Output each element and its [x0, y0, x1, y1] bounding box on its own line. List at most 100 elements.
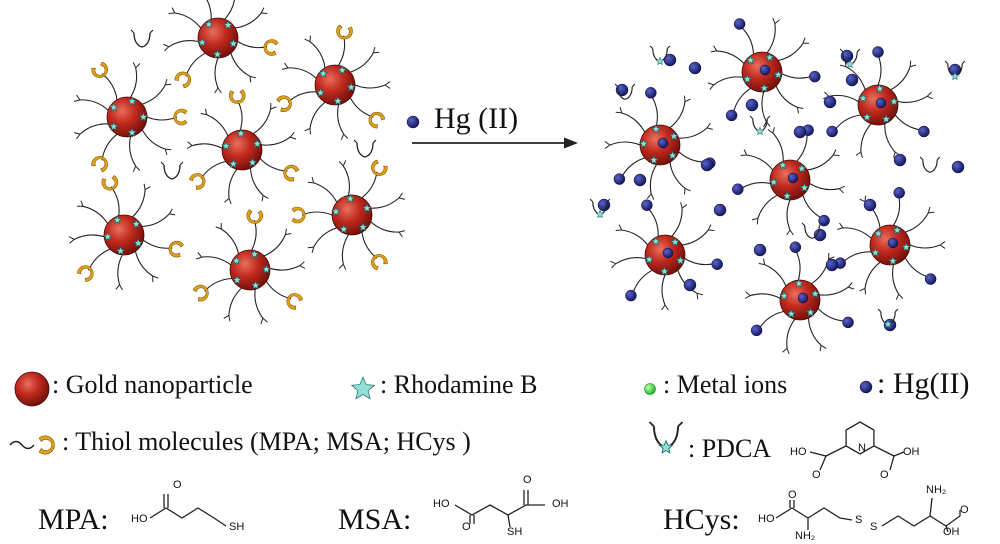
rhodamine-star-icon: [231, 255, 242, 265]
rhodamine-star-icon: [102, 231, 113, 241]
gold-nanoparticle-assembly: [192, 209, 306, 325]
ligand-chain: [775, 85, 798, 108]
pdca-icon: [648, 421, 684, 454]
ligand-chain: [678, 127, 708, 139]
ligand-end: [855, 151, 863, 158]
gold-nanoparticle-assembly: [186, 89, 300, 205]
ligand-end: [398, 192, 405, 200]
ligand-chain: [860, 123, 872, 153]
ligand-chain: [778, 42, 804, 62]
ligand-chain: [117, 254, 123, 285]
rhodamine-star-icon: [350, 376, 376, 400]
ligand-chain: [261, 136, 291, 146]
ligand-chain: [786, 199, 791, 231]
rhodamine-star-icon: [659, 266, 670, 276]
ligand-chain: [894, 114, 922, 131]
rhodamine-star-icon: [228, 158, 239, 169]
rhodamine-star-icon: [138, 111, 149, 122]
hg-ion-icon: [859, 380, 873, 394]
ligand-end: [706, 122, 713, 130]
ligand-end: [740, 149, 748, 156]
pdca-icon: [801, 222, 823, 239]
ligand-end: [164, 78, 172, 86]
ligand-chain: [142, 239, 173, 249]
ligand-chain: [758, 310, 784, 330]
pdca-icon: [839, 48, 861, 69]
ligand-chain: [819, 286, 849, 296]
thiol-crescent-icon: [276, 95, 292, 112]
ligand-chain: [909, 244, 941, 249]
ligand-end: [707, 224, 715, 231]
ligand-end: [384, 81, 391, 89]
ligand-end: [372, 46, 380, 54]
ligand-end: [684, 95, 691, 103]
ligand-chain: [342, 165, 350, 196]
rhodamine-star-icon: [203, 19, 214, 29]
hg-ion-icon: [918, 125, 930, 138]
ligand-end: [68, 236, 75, 244]
ligand-end: [143, 183, 151, 191]
ligand-chain: [309, 41, 326, 68]
hcys-atom-s1: S: [855, 514, 863, 526]
ligand-end: [132, 62, 141, 69]
hg-ion-icon: [683, 278, 697, 292]
ligand-chain: [647, 207, 659, 237]
ligand-chain: [201, 256, 232, 266]
ligand-chain: [265, 281, 292, 300]
ligand-chain: [828, 94, 859, 102]
pdca-icon: [649, 45, 671, 66]
ligand-end: [837, 222, 844, 230]
ligand-end: [338, 263, 347, 270]
ligand-end: [132, 165, 141, 172]
thiol-crescent-icon: [189, 173, 206, 190]
rhodamine-star-icon: [131, 218, 142, 229]
hcys-oh-bond: [945, 525, 949, 533]
rhodamine-star-icon: [638, 138, 649, 149]
ligand-end: [307, 246, 315, 254]
thiol-crescent-icon: [291, 206, 306, 224]
ligand-chain: [337, 104, 345, 135]
ligand-chain: [101, 133, 118, 161]
rhodamine-star-icon: [862, 112, 872, 122]
rhodamine-star-icon: [667, 150, 678, 160]
hcys-atom-nh2-left: NH₂: [795, 530, 816, 542]
ligand-chain: [713, 76, 743, 86]
hg-ion-icon: [863, 198, 877, 212]
ligand-end: [223, 314, 231, 322]
ligand-chain: [845, 66, 866, 90]
ligand-chain: [192, 143, 223, 149]
thiol-crescent-icon: [173, 108, 188, 126]
hg-ion-icon: [813, 228, 827, 242]
ligand-chain: [338, 35, 346, 66]
ligand-chain: [224, 0, 235, 20]
ligand-chain: [864, 261, 881, 289]
gold-nanoparticle-assembly: [276, 24, 391, 140]
hg-ion-icon: [625, 289, 637, 302]
ligand-chain: [214, 57, 219, 89]
ligand-end: [696, 292, 704, 300]
pdca-icon: [919, 156, 941, 173]
ligand-end: [802, 37, 810, 44]
ligand-end: [646, 193, 655, 200]
hg-ion-icon: [657, 137, 669, 149]
msa-atom-o-left: O: [462, 521, 471, 533]
rhodamine-star-icon: [810, 288, 821, 299]
ligand-end: [200, 108, 208, 116]
rhodamine-star-icon: [796, 163, 807, 173]
pdca-icon: [749, 115, 771, 136]
ligand-end: [744, 291, 751, 299]
hg-ion-icon: [893, 187, 905, 199]
hg-ion-icon: [793, 125, 807, 139]
ligand-chain: [73, 234, 105, 240]
ligand-end: [74, 132, 81, 140]
reaction-arrow-head: [564, 137, 578, 149]
pdca-icon: [589, 198, 611, 219]
ligand-chain: [877, 54, 882, 86]
ligand-chain: [817, 308, 846, 322]
hg-ion-icon: [641, 199, 653, 211]
hg-ion-icon: [797, 292, 809, 304]
ligand-chain: [661, 274, 666, 306]
ligand-end: [340, 133, 349, 140]
rhodamine-star-icon: [901, 242, 912, 252]
thiol-crescent-icon: [91, 61, 108, 78]
